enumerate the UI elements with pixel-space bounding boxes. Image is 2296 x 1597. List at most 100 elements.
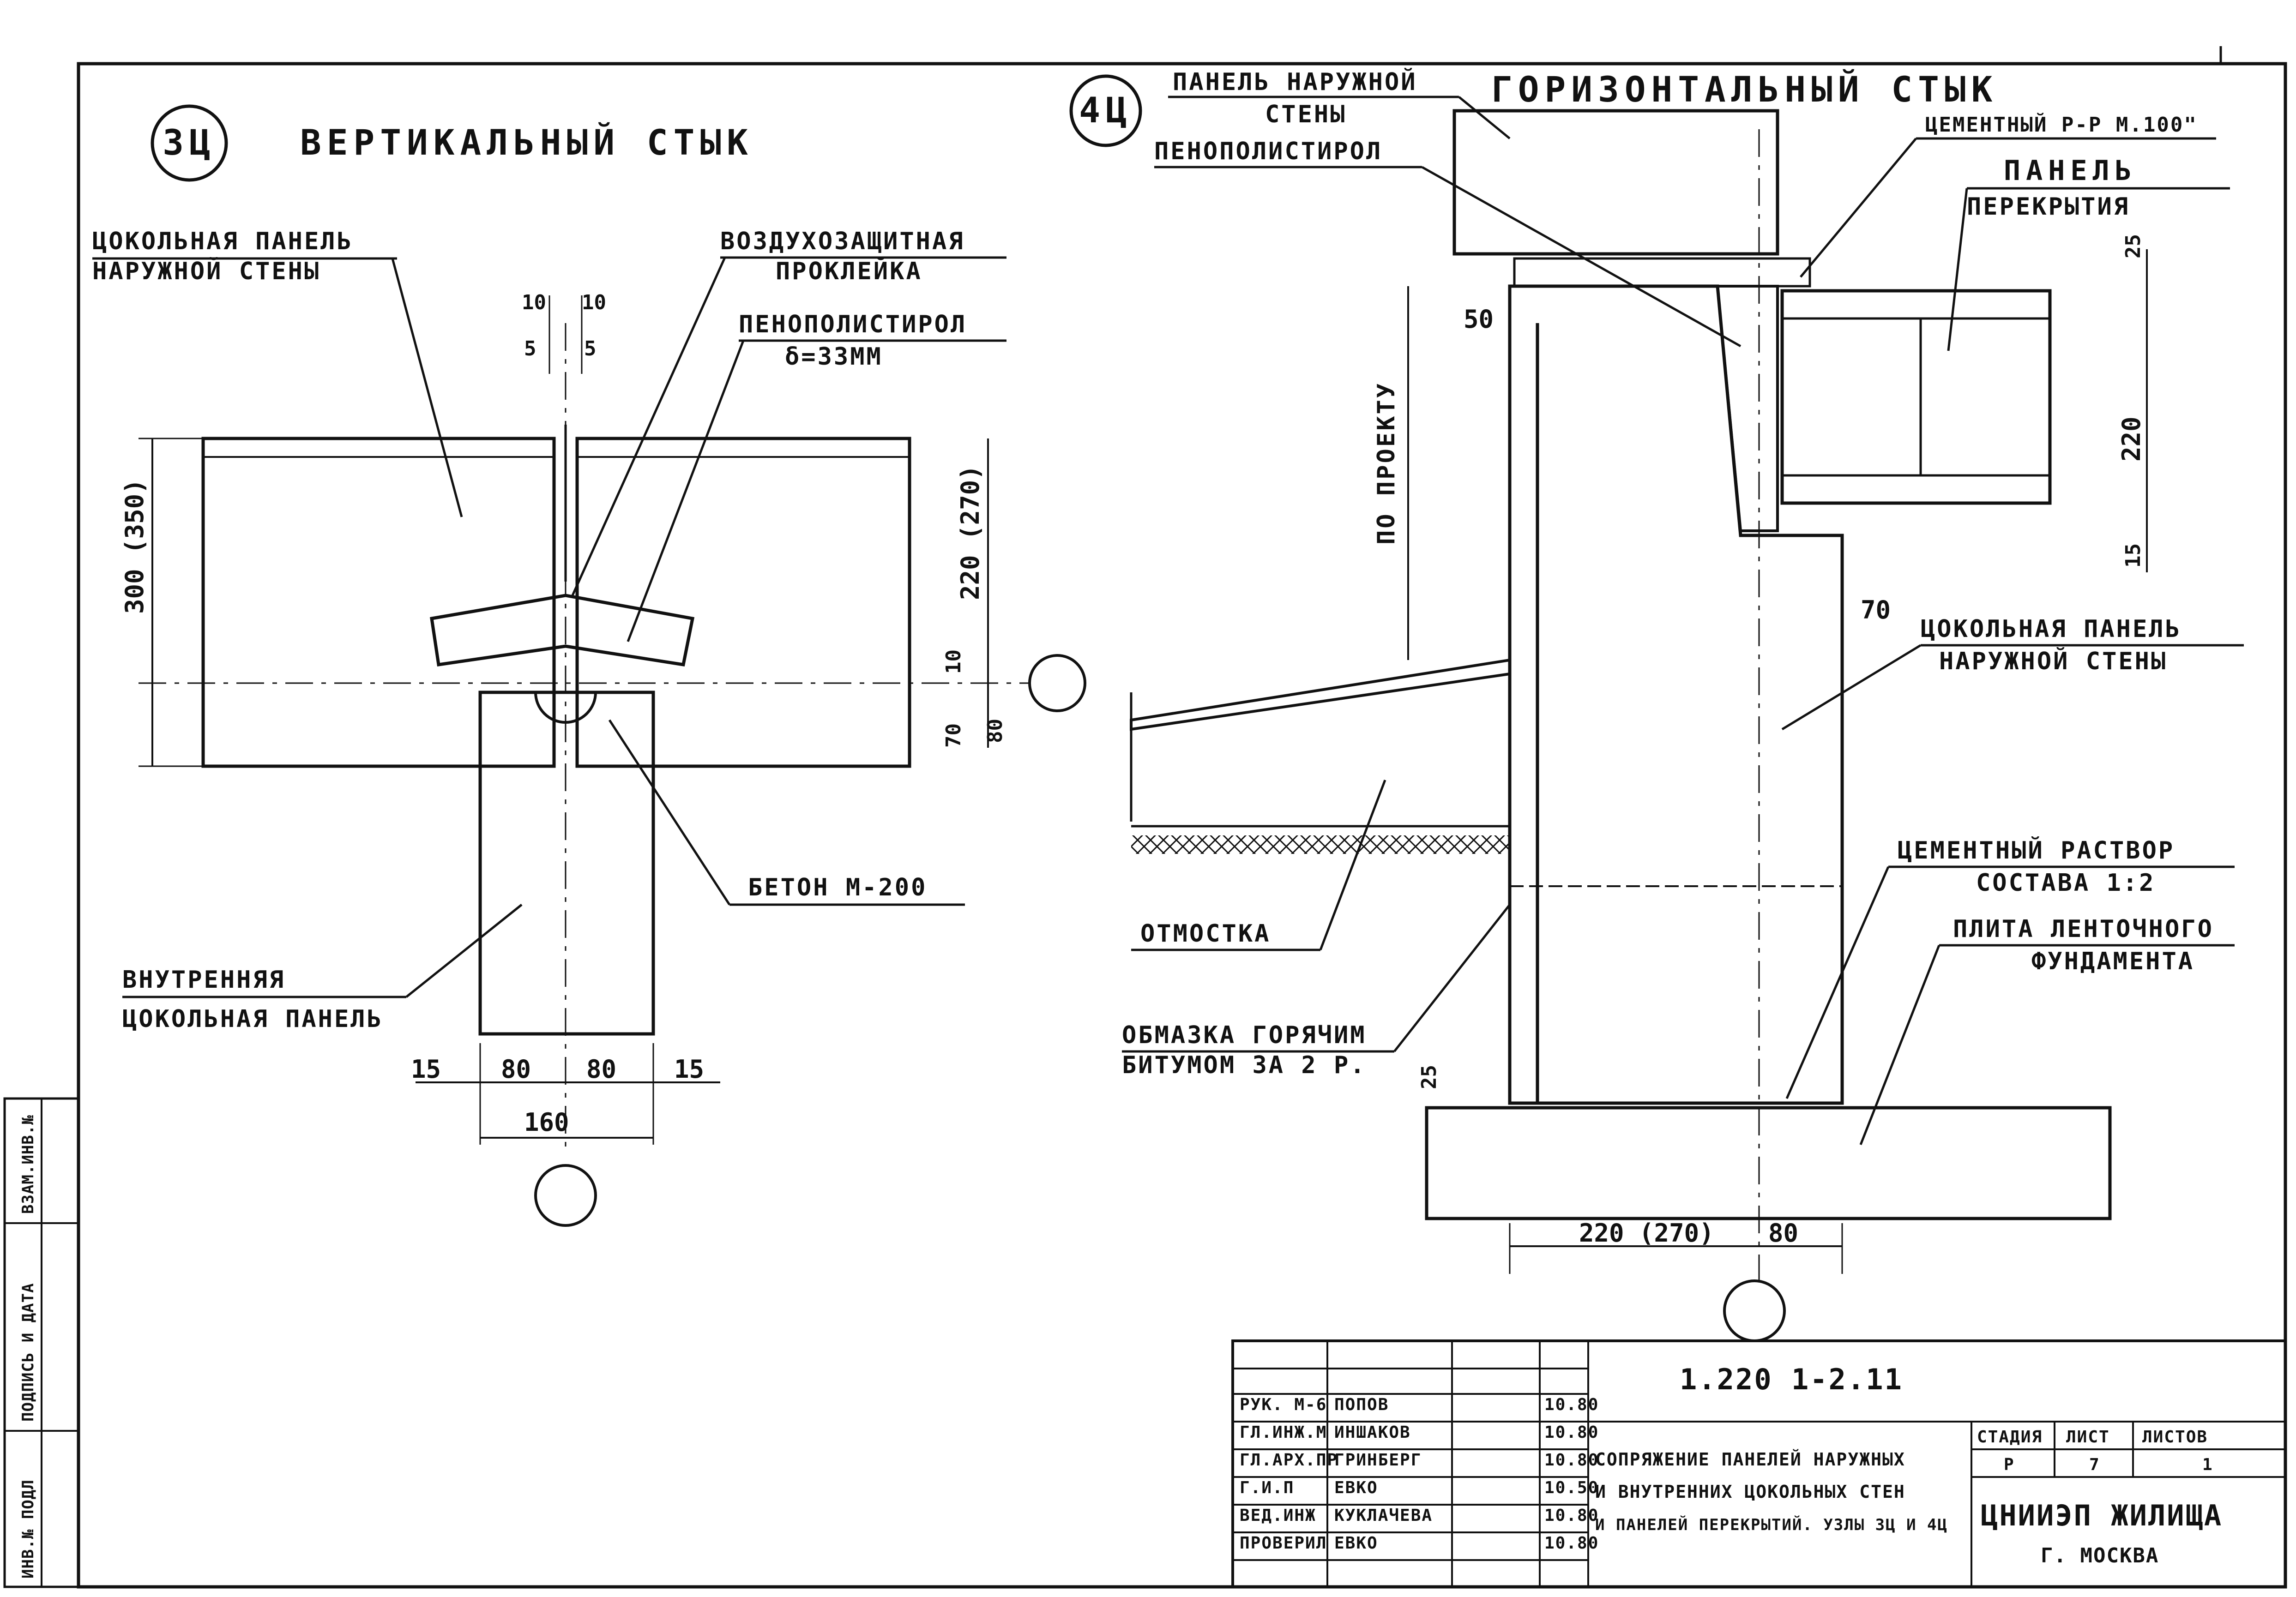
tb-desc-3: И ПАНЕЛЕЙ ПЕРЕКРЫТИЙ. УЗЛЫ 3Ц И 4Ц <box>1595 1515 1948 1534</box>
dim-220: 220 <box>2117 416 2146 462</box>
outer-skin-left <box>202 438 555 458</box>
tb-row-3-role: ГЛ.АРХ.ПР <box>1240 1451 1338 1470</box>
label-socle-2: НАРУЖНОЙ СТЕНЫ <box>1939 647 2167 675</box>
tb-row-2-date: 10.80 <box>1544 1423 1599 1442</box>
dim-top-5-left: 5 <box>524 337 536 360</box>
tb-row-6-name: ЕВКО <box>1334 1534 1378 1553</box>
outer-skin-right <box>576 438 910 458</box>
tb-row-1-name: ПОПОВ <box>1334 1395 1389 1414</box>
dim-50: 50 <box>1464 305 1494 334</box>
foundation-slab <box>1425 1106 2112 1220</box>
node-3c-number: 3Ц <box>163 122 216 163</box>
side-stamp-vzam: ВЗАМ.ИНВ.№ <box>19 1115 37 1214</box>
label-inner-1: ВНУТРЕННЯЯ <box>122 966 285 994</box>
label-air-1: ВОЗДУХОЗАЩИТНАЯ <box>720 228 965 255</box>
tb-row-2-name: ИНШАКОВ <box>1334 1423 1411 1442</box>
node-3c-number-circle <box>151 104 228 182</box>
inner-socle-panel <box>478 690 655 1036</box>
tb-sheets: 1 <box>2202 1455 2213 1474</box>
tb-stage: Р <box>2004 1455 2015 1474</box>
title-block <box>1231 1339 2287 1588</box>
dim-bottom-80-left: 80 <box>501 1055 531 1084</box>
dim-top-10-left: 10 <box>522 291 546 314</box>
dim-height-right: 220 (270) <box>956 465 985 600</box>
label-concrete: БЕТОН М-200 <box>748 874 927 901</box>
side-stamp-inv: ИНВ.№ ПОДЛ <box>19 1479 37 1579</box>
label-mortar12-2: СОСТАВА 1:2 <box>1976 869 2155 897</box>
sheet-frame <box>77 62 2287 1589</box>
tb-org-1: ЦНИИЭП ЖИЛИЩА <box>1981 1499 2223 1532</box>
tb-sheet: 7 <box>2089 1455 2100 1474</box>
label-socle-1: ЦОКОЛЬНАЯ ПАНЕЛЬ <box>1921 615 2182 643</box>
outer-panel-left <box>201 437 556 768</box>
label-blind-area: ОТМОСТКА <box>1140 920 1271 948</box>
tb-row-1-date: 10.80 <box>1544 1395 1599 1414</box>
tb-row-4-role: Г.И.П <box>1240 1478 1294 1497</box>
tb-org-2: Г. МОСКВА <box>2041 1544 2159 1567</box>
dim-bottom-80-4c: 80 <box>1768 1219 1798 1248</box>
node-3c: 3Ц ВЕРТИКАЛЬНЫЙ СТЫК ЦОКОЛЬНАЯ ПАНЕЛЬ НА… <box>92 104 1086 1227</box>
tb-stage-label: СТАДИЯ <box>1977 1428 2043 1447</box>
dim-25b: 25 <box>1417 1065 1441 1089</box>
label-foam-1: ПЕНОПОЛИСТИРОЛ <box>739 311 967 338</box>
dim-height-left: 300 (350) <box>120 479 149 614</box>
label-foundation-2: ФУНДАМЕНТА <box>2031 948 2194 975</box>
tb-desc-1: СОПРЯЖЕНИЕ ПАНЕЛЕЙ НАРУЖНЫХ <box>1595 1449 1905 1470</box>
node-4c: 4Ц ГОРИЗОНТАЛЬНЫЙ СТЫК ПАНЕЛЬ НАРУЖНОЙ С… <box>1069 68 2244 1342</box>
dim-top-5-right: 5 <box>584 337 597 360</box>
side-stamp-sign: ПОДПИСЬ И ДАТА <box>19 1283 37 1422</box>
dim-bottom-160: 160 <box>524 1108 569 1137</box>
dim-top-10-right: 10 <box>582 291 606 314</box>
dim-25: 25 <box>2121 234 2145 258</box>
label-socle-outer-1: ЦОКОЛЬНАЯ ПАНЕЛЬ <box>92 228 353 255</box>
tb-desc-2: И ВНУТРЕННИХ ЦОКОЛЬНЫХ СТЕН <box>1595 1482 1905 1502</box>
label-inner-2: ЦОКОЛЬНАЯ ПАНЕЛЬ <box>122 1005 383 1033</box>
axis-bubble-bottom-4c <box>1723 1279 1786 1342</box>
dim-bottom-15-left: 15 <box>411 1055 441 1084</box>
foam-wedge <box>1716 285 1779 532</box>
tb-row-4-date: 10.50 <box>1544 1478 1599 1497</box>
label-foam-4c: ПЕНОПОЛИСТИРОЛ <box>1154 138 1382 165</box>
dim-bottom-80-right: 80 <box>586 1055 616 1084</box>
tb-row-6-date: 10.80 <box>1544 1534 1599 1553</box>
label-slab-2: ПЕРЕКРЫТИЯ <box>1967 193 2130 221</box>
tb-row-1-role: РУК. М-6 <box>1240 1395 1327 1414</box>
dim-70-4c: 70 <box>1861 595 1891 624</box>
title-doc-code: 1.220 1-2.11 <box>1680 1363 1903 1396</box>
tb-row-2-role: ГЛ.ИНЖ.М <box>1240 1423 1327 1442</box>
socle-panel <box>1508 284 1844 1105</box>
axis-bubble-bottom <box>534 1164 597 1227</box>
tb-row-5-role: ВЕД.ИНЖ <box>1240 1506 1316 1525</box>
label-air-2: ПРОКЛЕЙКА <box>776 257 922 285</box>
dim-70: 70 <box>942 723 965 748</box>
label-foundation-1: ПЛИТА ЛЕНТОЧНОГО <box>1953 915 2214 943</box>
label-slab-1: ПАНЕЛЬ <box>2004 155 2137 187</box>
label-foam-2: δ=33ММ <box>785 343 883 371</box>
upper-wall-panel <box>1452 109 1779 256</box>
node-3c-title: ВЕРТИКАЛЬНЫЙ СТЫК <box>300 122 753 163</box>
tb-sheets-label: ЛИСТОВ <box>2142 1428 2208 1447</box>
label-bitumen-1: ОБМАЗКА ГОРЯЧИМ <box>1122 1021 1367 1049</box>
dim-bottom-15-right: 15 <box>674 1055 704 1084</box>
floor-slab <box>1780 289 2052 505</box>
dim-bottom-220-4c: 220 (270) <box>1579 1219 1714 1248</box>
axis-bubble-right <box>1028 654 1086 712</box>
node-4c-number-circle <box>1069 74 1142 147</box>
tb-row-5-date: 10.80 <box>1544 1506 1599 1525</box>
label-project: ПО ПРОЕКТУ <box>1373 382 1400 545</box>
tb-sheet-label: ЛИСТ <box>2066 1428 2110 1447</box>
dim-15: 15 <box>2121 543 2145 568</box>
node-4c-number: 4Ц <box>1079 90 1133 131</box>
mortar-bed <box>1513 257 1811 288</box>
label-socle-outer-2: НАРУЖНОЙ СТЕНЫ <box>92 257 320 285</box>
label-outer-wall-2: СТЕНЫ <box>1265 101 1347 128</box>
tb-row-4-name: ЕВКО <box>1334 1478 1378 1497</box>
blind-area <box>1130 658 1511 731</box>
tb-row-3-date: 10.80 <box>1544 1451 1599 1470</box>
tb-row-3-name: ГРИНБЕРГ <box>1334 1451 1422 1470</box>
label-mortar100: ЦЕМЕНТНЫЙ Р-Р М.100" <box>1925 112 2198 137</box>
node-4c-title: ГОРИЗОНТАЛЬНЫЙ СТЫК <box>1491 69 1998 110</box>
label-outer-wall-1: ПАНЕЛЬ НАРУЖНОЙ <box>1173 68 1417 96</box>
label-bitumen-2: БИТУМОМ ЗА 2 Р. <box>1122 1051 1367 1079</box>
